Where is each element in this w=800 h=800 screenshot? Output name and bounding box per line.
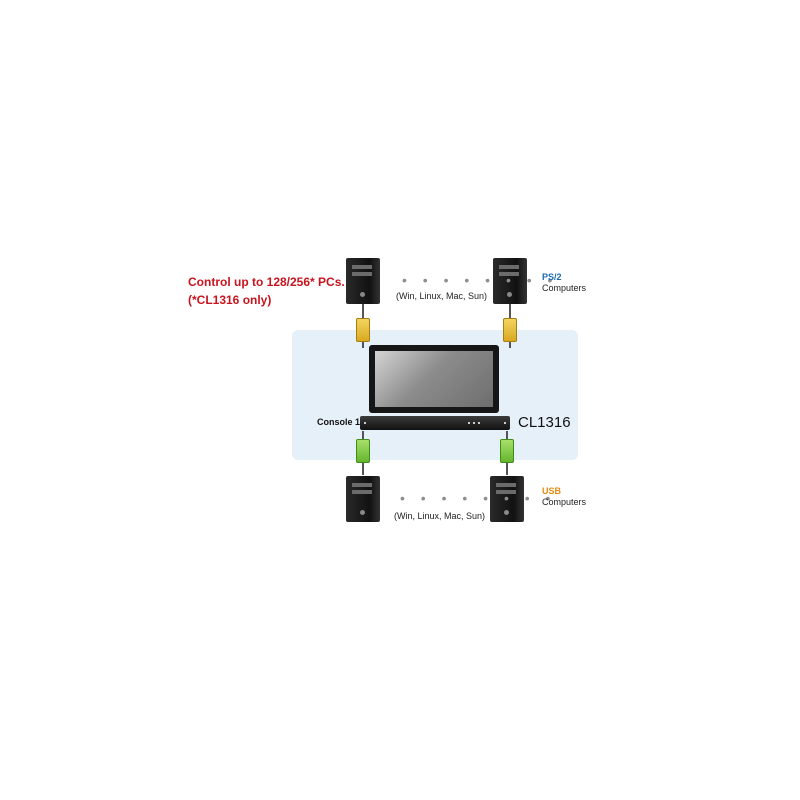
console-label: Console 1 — [317, 417, 361, 427]
usb-label: USB — [542, 486, 562, 496]
computers-label-top: Computers — [542, 283, 587, 293]
kvm-switch-unit — [360, 416, 510, 430]
pc-tower-icon — [346, 476, 380, 522]
ps2-connector-icon — [356, 318, 370, 342]
pc-tower-icon — [490, 476, 524, 522]
model-name: CL1316 — [518, 414, 571, 431]
caption-line-2: (*CL1316 only) — [188, 293, 272, 307]
pc-tower-icon — [493, 258, 527, 304]
usb-connector-icon — [500, 439, 514, 463]
os-note-bottom: (Win, Linux, Mac, Sun) — [394, 511, 486, 521]
cable — [509, 342, 511, 348]
lcd-screen — [375, 351, 493, 407]
cable — [509, 304, 511, 318]
cable — [362, 463, 364, 475]
more-computers-dots: • • • • • • • • — [402, 272, 559, 288]
os-note-top: (Win, Linux, Mac, Sun) — [396, 291, 488, 301]
computers-label-bottom: Computers — [542, 497, 587, 507]
cable — [362, 304, 364, 318]
more-computers-dots: • • • • • • • • — [400, 490, 557, 506]
caption-line-1: Control up to 128/256* PCs. — [188, 275, 345, 289]
usb-connector-icon — [356, 439, 370, 463]
ps2-label: PS/2 — [542, 272, 562, 282]
ps2-connector-icon — [503, 318, 517, 342]
pc-tower-icon — [346, 258, 380, 304]
cable — [362, 342, 364, 348]
cable — [506, 431, 508, 439]
cable — [506, 463, 508, 475]
cable — [362, 431, 364, 439]
